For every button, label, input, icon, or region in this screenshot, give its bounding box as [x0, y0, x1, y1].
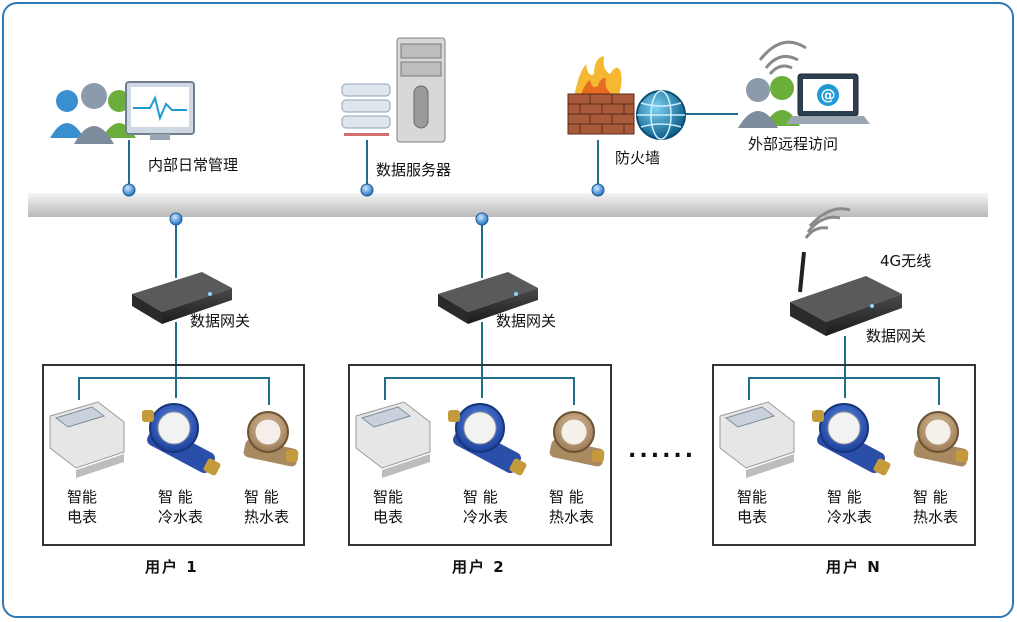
users-monitor-icon	[50, 81, 195, 144]
label-cold-water-meter: 智 能冷水表	[827, 488, 873, 526]
hot-water-meter-icon	[243, 411, 299, 467]
label-electric-meter: 智能电表	[373, 488, 404, 526]
label-user-2: 用户 2	[452, 558, 506, 576]
label-user-1: 用户 1	[145, 558, 199, 576]
bus-node	[169, 212, 489, 226]
gateway-device-icon	[438, 272, 538, 324]
server-icon	[341, 37, 446, 143]
label-hot-water-meter: 智 能热水表	[913, 488, 959, 526]
wireless-gateway-icon	[790, 207, 902, 336]
cold-water-meter-icon	[812, 403, 891, 476]
gateway-device-icon	[132, 272, 232, 324]
cold-water-meter-icon	[448, 403, 527, 476]
hot-water-meter-icon	[913, 411, 969, 467]
label-electric-meter: 智能电表	[737, 488, 768, 526]
label-electric-meter: 智能电表	[67, 488, 98, 526]
electric-meter-icon	[355, 401, 431, 478]
label-gateway-n: 数据网关	[866, 327, 927, 345]
electric-meter-icon	[719, 401, 795, 478]
label-cold-water-meter: 智 能冷水表	[463, 488, 509, 526]
label-internal-mgmt: 内部日常管理	[148, 156, 239, 174]
label-hot-water-meter: 智 能热水表	[549, 488, 595, 526]
label-hot-water-meter: 智 能热水表	[244, 488, 290, 526]
globe-icon	[636, 90, 686, 140]
hot-water-meter-icon	[549, 411, 605, 467]
label-firewall: 防火墙	[615, 149, 661, 167]
remote-users-laptop-icon: @	[738, 40, 870, 128]
user-box-n	[712, 364, 976, 546]
network-bus	[28, 193, 988, 217]
user-box-1	[42, 364, 305, 546]
bus-node	[122, 183, 605, 197]
label-remote-access: 外部远程访问	[748, 135, 839, 153]
label-user-n: 用户 N	[826, 558, 882, 576]
firewall-icon	[567, 56, 635, 135]
user-box-2	[348, 364, 612, 546]
ellipsis: ......	[628, 438, 697, 463]
electric-meter-icon	[49, 401, 125, 478]
label-cold-water-meter: 智 能冷水表	[158, 488, 204, 526]
label-gateway-2: 数据网关	[496, 312, 557, 330]
label-data-server: 数据服务器	[376, 161, 452, 179]
svg-text:@: @	[821, 86, 836, 104]
label-4g-wireless: 4G无线	[880, 252, 932, 270]
label-gateway-1: 数据网关	[190, 312, 251, 330]
cold-water-meter-icon	[142, 403, 221, 476]
